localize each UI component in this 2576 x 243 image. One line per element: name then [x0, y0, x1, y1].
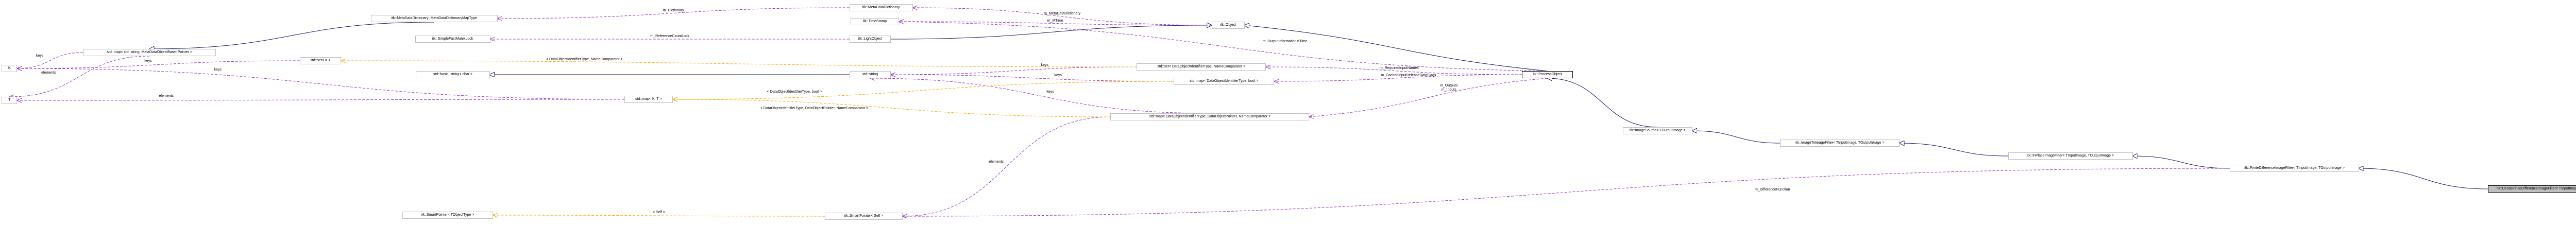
edge-differencefunction: [903, 168, 2230, 216]
node-stdmap-dataobj[interactable]: std::map< DataObjectIdentifierType, Data…: [1110, 113, 1309, 120]
edge-metadatadictionary: [913, 8, 1212, 26]
edge-label-tmpl-dataobj: < DataObjectIdentifierType, DataObjectPo…: [760, 107, 869, 110]
edge-label-keys-bool: keys: [1054, 73, 1062, 77]
node-imagesource[interactable]: itk::ImageSource< TOutputImage >: [1622, 127, 1692, 134]
edge-outputs-inputs: [1309, 78, 1548, 117]
edge-label-m-dictionary: m_Dictionary: [663, 8, 684, 12]
node-stdmap-bool[interactable]: std::map< DataObjectIdentifierType, bool…: [1174, 78, 1275, 85]
edge-outputinformationmtime: [899, 22, 1548, 72]
edge-cachedinputreleasedataflags: [1274, 74, 1522, 81]
node-finitediff[interactable]: itk::FiniteDifferenceImageFilter< TInput…: [2230, 165, 2359, 172]
node-timestamp[interactable]: itk::TimeStamp: [851, 18, 899, 25]
edge-processobject-to-object: [1245, 25, 1548, 72]
node-t[interactable]: T: [2, 97, 18, 104]
node-stdstring[interactable]: std::string: [849, 71, 891, 78]
edge-elements-kt: [17, 99, 625, 100]
edge-label-m-requiredinputnames: m_RequiredInputNames: [1379, 66, 1419, 70]
node-basicstring[interactable]: std::basic_string< char >: [416, 71, 490, 78]
edge-label-m-metadatadictionary: m_MetaDataDictionary: [1044, 12, 1081, 15]
edge-keys-set: [17, 60, 300, 68]
edge-inplace-to-imagetoimage: [1900, 143, 2008, 157]
edge-keys-kt: [17, 68, 625, 100]
edge-finitediff-to-inplace: [2133, 156, 2230, 169]
edge-tmpl-bool: [673, 81, 1174, 99]
node-stdmap-kt[interactable]: std::map< K, T >: [624, 96, 673, 103]
node-processobject[interactable]: itk::ProcessObject: [1522, 71, 1573, 78]
edge-label-elements-meta: elements: [41, 71, 56, 75]
node-lightobject[interactable]: itk::LightObject: [849, 36, 891, 43]
edge-tmpl-set: [341, 61, 1137, 67]
edge-label-tmpl-set: < DataObjectIdentifierType, NameComparat…: [546, 58, 623, 61]
node-object[interactable]: itk::Object: [1211, 22, 1245, 29]
node-k[interactable]: K: [2, 65, 18, 72]
edge-label-m-outputs-inputs: m_Outputs m_Inputs: [1440, 83, 1458, 92]
edge-metadictmap-to-stdmap: [149, 22, 434, 49]
edge-keys-dataobj: [870, 78, 1210, 114]
edge-label-keys-set: keys: [144, 59, 152, 63]
edge-requiredinputnames: [1266, 67, 1522, 75]
edge-label-keys-dataobj: keys: [1046, 90, 1054, 94]
edge-tmpl-self: [493, 215, 825, 216]
node-imagetoimage[interactable]: itk::ImageToImageFilter< TInputImage, TO…: [1780, 140, 1900, 147]
edge-label-elements-kt: elements: [159, 94, 174, 98]
edge-label-keys-meta: keys: [36, 54, 44, 58]
edge-tmpl-dataobj: [673, 99, 1111, 117]
edge-label-m-outputinformationmtime: m_OutputInformationMTime: [1262, 40, 1308, 43]
edge-label-m-referencecountlock: m_ReferenceCountLock: [650, 34, 689, 38]
edge-keys-dataid: [891, 66, 1137, 75]
edge-imagesource-to-processobject: [1548, 78, 1658, 128]
edge-label-tmpl-self: < Self >: [652, 211, 666, 214]
node-stdset-k[interactable]: std::set< K >: [299, 57, 342, 64]
edge-mtime: [899, 22, 1212, 26]
node-smartptr-self[interactable]: itk::SmartPointer< Self >: [825, 213, 903, 220]
node-densefinite: itk::DenseFiniteDifferenceImageFilter< T…: [2488, 185, 2576, 193]
node-inplace[interactable]: itk::InPlaceImageFilter< TInputImage, TO…: [2008, 152, 2133, 160]
edge-keys-meta: [17, 52, 83, 68]
edge-densefinite-to-finitediff: [2359, 168, 2488, 189]
edge-label-m-mtime: m_MTime: [1047, 19, 1063, 23]
edge-imagetoimage-to-imagesource: [1692, 131, 1781, 144]
node-simplefast[interactable]: itk::SimpleFastMutexLock: [415, 36, 490, 43]
edge-keys-bool: [891, 75, 1174, 82]
edge-elements-dataobj: [903, 116, 1111, 216]
edge-elements-meta: [9, 56, 150, 97]
edge-label-m-differencefunction: m_DifferenceFunction: [1755, 187, 1790, 192]
node-stdset-dataid[interactable]: std::set< DataObjectIdentifierType, Name…: [1137, 63, 1266, 71]
node-stdmap-meta[interactable]: std::map< std::string, MetaDataObjectBas…: [83, 49, 216, 56]
edge-label-m-cachedinputreleasedataflags: m_CachedInputReleaseDataFlags: [1381, 73, 1436, 77]
edge-label-keys-dataid: keys: [1041, 63, 1048, 67]
node-metadict[interactable]: itk::MetaDataDictionary: [849, 4, 913, 11]
node-smartptr-tobj[interactable]: itk::SmartPointer< TObjectType >: [402, 212, 493, 219]
edge-label-tmpl-bool: < DataObjectIdentifierType, bool >: [767, 90, 822, 94]
edge-label-keys-kt: keys: [214, 68, 222, 72]
node-metadictmap[interactable]: itk::MetaDataDictionary::MetaDataDiction…: [370, 15, 498, 22]
edge-label-elements-dataobj: elements: [989, 160, 1004, 164]
edge-lightobject-to-object: [891, 25, 1212, 40]
